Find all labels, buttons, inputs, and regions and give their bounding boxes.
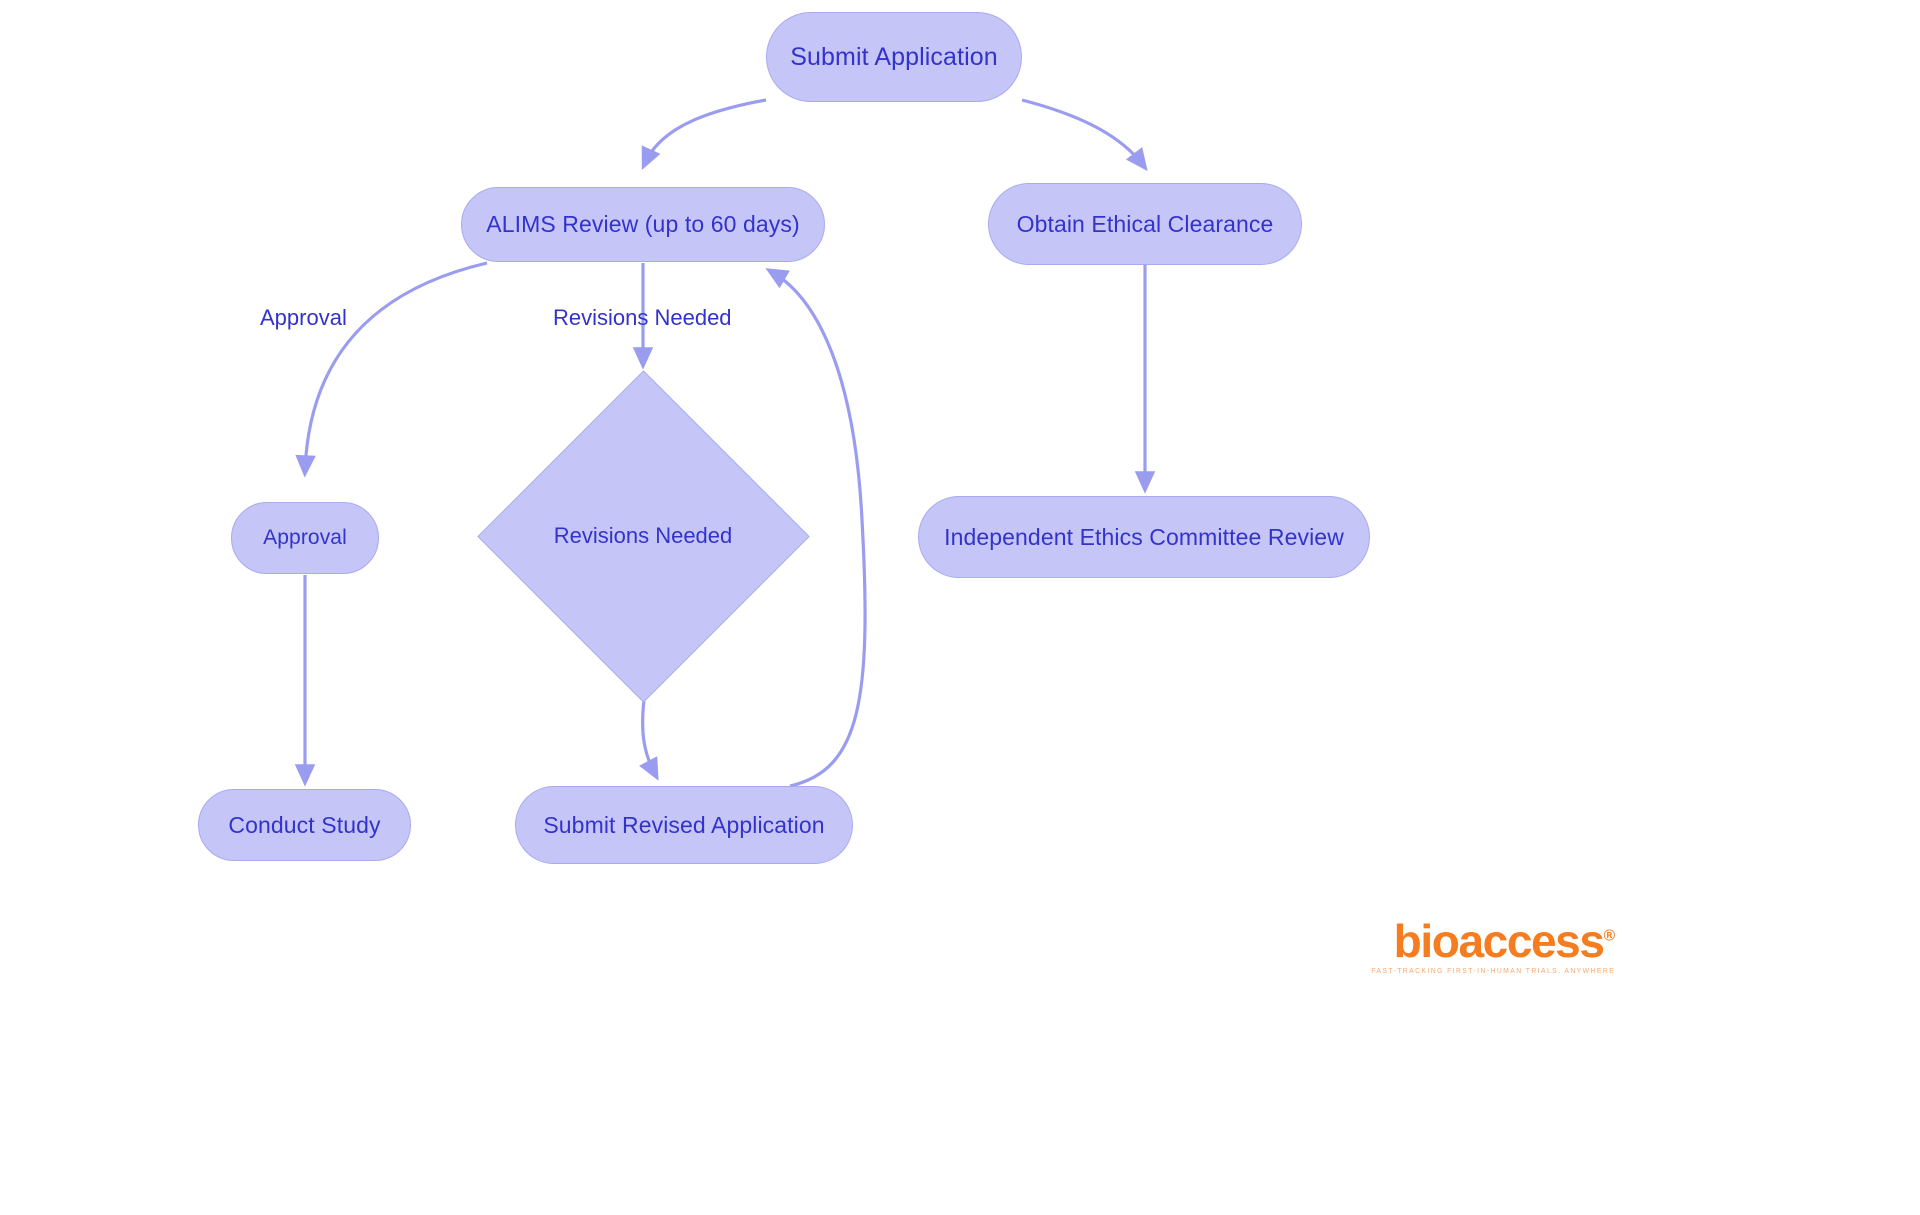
edge-label-revisions-needed: Revisions Needed [553,305,732,330]
edge-revised-back-to-alims [765,268,867,788]
node-conduct-study[interactable]: Conduct Study [198,789,411,861]
edge-alims-to-approval [295,261,488,478]
edge-submit-to-ethical [1021,98,1148,172]
node-label: Conduct Study [228,811,381,838]
node-submit-application[interactable]: Submit Application [766,12,1022,102]
edge-revisions-to-submit-revised [639,699,659,781]
node-revisions-needed-decision[interactable]: Revisions Needed [477,370,810,703]
node-independent-ethics-committee-review[interactable]: Independent Ethics Committee Review [918,496,1370,578]
node-label: Submit Revised Application [543,811,825,838]
registered-trademark-icon: ® [1603,927,1616,945]
bioaccess-logo: bioaccess® FAST-TRACKING FIRST-IN-HUMAN … [1350,918,1615,974]
node-label: Approval [263,526,347,549]
node-obtain-ethical-clearance[interactable]: Obtain Ethical Clearance [988,183,1302,265]
node-label: Revisions Needed [553,523,733,548]
node-alims-review[interactable]: ALIMS Review (up to 60 days) [461,187,825,262]
node-label: Submit Application [790,42,998,71]
edge-submit-to-alims [641,98,767,170]
node-submit-revised-application[interactable]: Submit Revised Application [515,786,853,864]
node-label: Independent Ethics Committee Review [944,523,1344,550]
node-approval[interactable]: Approval [231,502,379,574]
logo-wordmark: bioaccess® [1394,918,1615,964]
node-label: Obtain Ethical Clearance [1016,210,1274,237]
logo-tagline: FAST-TRACKING FIRST-IN-HUMAN TRIALS. ANY… [1371,966,1616,975]
edge-label-approval: Approval [260,305,347,330]
node-label: ALIMS Review (up to 60 days) [486,211,800,237]
logo-wordmark-text: bioaccess [1393,915,1605,967]
